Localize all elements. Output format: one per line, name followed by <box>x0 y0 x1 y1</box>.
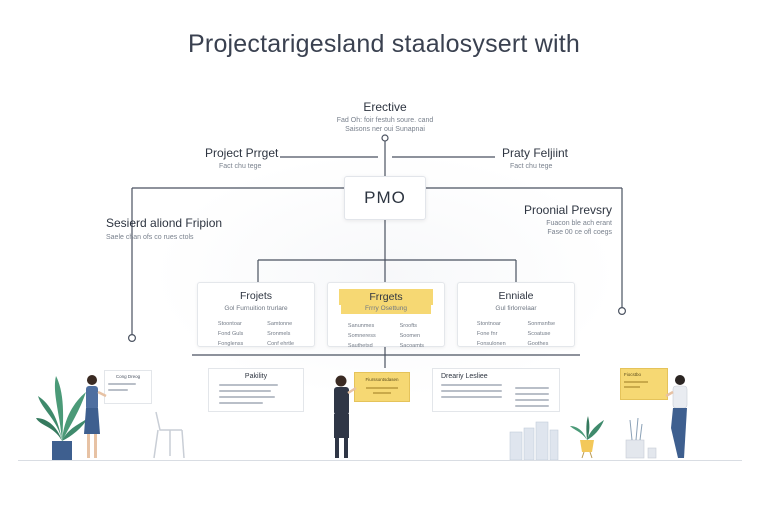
file-stack-icon <box>509 421 559 461</box>
executive-title: Erective <box>363 100 407 114</box>
delivery-board-title: Dreariy Lesliee <box>441 373 488 380</box>
personal-privacy-line-2: Fase 00 ce ofl coegs <box>547 229 612 236</box>
programs-card-item: Sroofts <box>399 323 418 329</box>
right-easel-title: Fiocstbo <box>624 372 642 377</box>
service-portfolio-title: Sesierd aliond Fripion <box>106 216 223 230</box>
ground-line <box>18 460 742 461</box>
projects-card-title: Frojets <box>239 290 273 302</box>
delivery-board: Dreariy Lesliee <box>432 368 560 412</box>
programs-card-title: Frrgets <box>339 289 433 305</box>
presenter-man-center-icon <box>334 375 357 458</box>
vase-icon <box>625 417 657 459</box>
project-target-node: Project Prrget Fact chu tege <box>205 146 278 170</box>
projects-card-sub: Gol Furnuition trurlare <box>224 305 288 312</box>
projects-card-item: Stoontoar <box>217 321 242 327</box>
left-plant-icon <box>36 376 88 460</box>
party-flight-sub: Fact chu tege <box>510 163 553 170</box>
enable-card-item: Scoatuse <box>527 331 551 337</box>
pmo-box: PMO <box>344 176 426 220</box>
publicity-board-title: Pakility <box>244 373 268 380</box>
programs-card-item: Sauthetsd <box>347 343 373 349</box>
right-plant-icon <box>570 416 604 459</box>
projects-card: Frojets Gol Furnuition trurlare Stoontoa… <box>197 282 315 347</box>
projects-card-item: Sronmels <box>267 331 291 337</box>
diagram-title: Projectarigesland staalosysert with <box>188 30 580 58</box>
executive-node: Erective Fad Oh: foir festuh soure. cand… <box>320 100 450 133</box>
project-target-title: Project Prrget <box>205 146 279 160</box>
left-easel-title: Cong Dreog <box>115 374 141 379</box>
presenter-woman-right-icon <box>665 375 688 458</box>
enable-card-item: Fone fnr <box>476 331 498 337</box>
programs-card-item: Sanunmes <box>347 323 375 329</box>
programs-card-item: Somneress <box>347 333 376 339</box>
sticky-note-title: Fiurssontsdasen <box>365 377 399 382</box>
chair-icon <box>153 411 185 459</box>
executive-line-1: Fad Oh: foir festuh soure. cand <box>336 117 434 124</box>
service-portfolio-node: Sesierd aliond Fripion Saele chan ofs co… <box>106 216 222 241</box>
projects-card-item: Samtonne <box>267 321 293 327</box>
programs-card-sub: Frrry Osettung <box>341 305 431 314</box>
executive-line-2: Saisons ner oui Sunapnai <box>345 126 425 133</box>
presenter-woman-left-icon <box>84 375 107 458</box>
enable-card-item: Goothes <box>527 341 549 347</box>
programs-card-item: Sacoamts <box>399 343 425 349</box>
projects-card-item: Fonglenss <box>217 341 244 347</box>
projects-card-item: Conf ehrtle <box>267 341 295 347</box>
party-flight-node: Praty Feljiint Fact chu tege <box>502 146 568 170</box>
left-easel-board: Cong Dreog <box>104 370 152 404</box>
enable-card-item: Sonmsnfse <box>527 321 556 327</box>
service-portfolio-sub: Saele chan ofs co rues ctols <box>106 234 194 241</box>
enable-card-sub: Gul firlorrelaar <box>495 305 537 312</box>
right-easel-board: Fiocstbo <box>620 368 668 400</box>
project-target-sub: Fact chu tege <box>219 163 262 170</box>
enable-card-title: Enniale <box>498 290 534 302</box>
enable-card-item: Fonsulonen <box>476 341 506 347</box>
programs-card: Frrgets Frrry Osettung Sanunmes Somneres… <box>327 282 445 349</box>
programs-card-item: Soomen <box>399 333 421 339</box>
sticky-note-board: Fiurssontsdasen <box>354 372 410 402</box>
personal-privacy-title: Proonial Prevsry <box>523 203 612 217</box>
personal-privacy-node: Proonial Prevsry Fuacon ble ach erant Fa… <box>520 203 612 236</box>
projects-card-item: Fond Guls <box>217 331 244 337</box>
enable-card: Enniale Gul firlorrelaar Stontnoar Fone … <box>457 282 575 347</box>
enable-card-item: Stontnoar <box>476 321 501 327</box>
personal-privacy-line-1: Fuacon ble ach erant <box>546 220 612 227</box>
publicity-board: Pakility <box>208 368 304 412</box>
party-flight-title: Praty Feljiint <box>502 146 569 160</box>
